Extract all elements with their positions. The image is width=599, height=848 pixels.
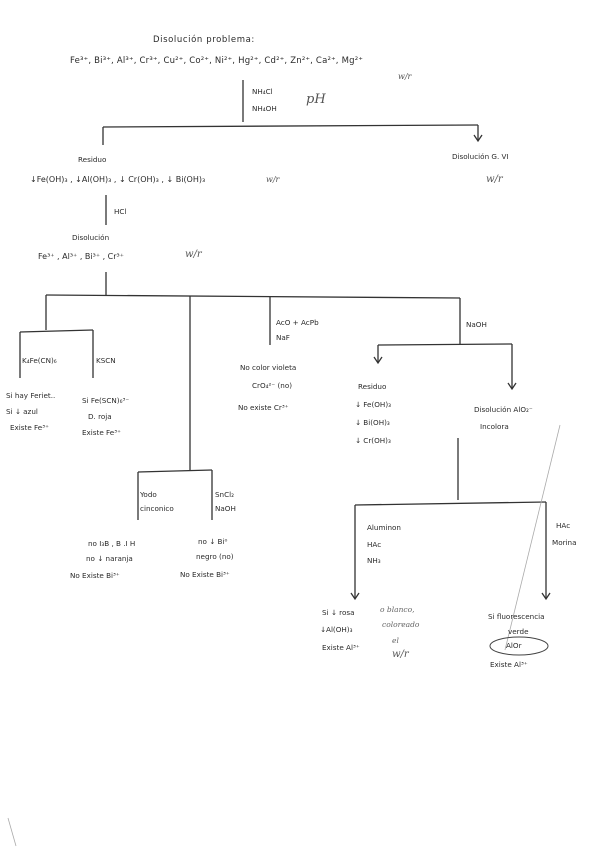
bi-result-a-1: no I₃B , B .I H — [88, 539, 136, 548]
bi-result-a-2: no ↓ naranja — [86, 554, 133, 563]
handwritten-note-1: o blanco, — [380, 605, 415, 614]
fe-result-b-3: Existe Fe³⁺ — [82, 428, 121, 437]
naoh-residuo-cr: ↓ Cr(OH)₃ — [355, 436, 391, 445]
fe-result-b-1: Si Fe(SCN)₆³⁻ — [82, 396, 130, 405]
reagent-cinconico: cinconico — [140, 504, 174, 513]
reagent-kscn: KSCN — [96, 356, 116, 365]
handwritten-ph: pH — [306, 92, 326, 107]
solution-g-vi: Disolución G. VI — [452, 152, 509, 161]
residuo-label: Residuo — [78, 155, 107, 164]
reagent-aluminon: Aluminon — [367, 523, 401, 532]
naoh-residuo: Residuo — [358, 382, 387, 391]
al-result-a-3: Existe Al³⁺ — [322, 643, 360, 652]
disolucion-label: Disolución — [72, 233, 110, 242]
disolucion-ions: Fe³⁺ , Al³⁺ , Bi³⁺ , Cr³⁺ — [38, 252, 124, 261]
cr-result-2: CrO₄²⁻ (no) — [252, 381, 293, 390]
reagent-morina: Morina — [552, 538, 577, 547]
reagent-hcl: HCl — [114, 207, 127, 216]
handwritten-check: w/r — [392, 649, 409, 660]
reagent-naoh: NaOH — [466, 320, 487, 329]
bi-result-b-1: no ↓ Bi⁰ — [198, 537, 228, 546]
handwritten-note-2: coloreado — [382, 620, 420, 629]
naoh-incolora: Incolora — [480, 422, 509, 431]
residuo-formula: ↓Fe(OH)₃ , ↓Al(OH)₃ , ↓ Cr(OH)₃ , ↓ Bi(O… — [30, 175, 206, 184]
reagent-sncl2: SnCl₂ — [215, 490, 235, 499]
handwritten-check: w/r — [398, 72, 412, 81]
reagent-naoh-bi: NaOH — [215, 504, 236, 513]
reagent-yodo: Yodo — [140, 490, 157, 499]
page-title: Disolución problema: — [153, 35, 255, 45]
fe-result-a-3: Existe Fe³⁺ — [10, 423, 49, 432]
reagent-k4fecn6: K₄Fe(CN)₆ — [22, 356, 57, 365]
reagent-nh3: NH₃ — [367, 556, 381, 565]
reagent-naf: NaF — [276, 333, 290, 342]
al-result-b-3: AlOr — [506, 641, 522, 650]
reagent-acpb: AcO + AcPb — [276, 318, 319, 327]
naoh-residuo-fe: ↓ Fe(OH)₃ — [355, 400, 392, 409]
al-result-a-2: ↓Al(OH)₃ — [320, 625, 353, 634]
bi-result-b-3: No Existe Bi³⁺ — [180, 570, 230, 579]
reagent-hac-b: HAc — [556, 521, 571, 530]
cr-result-3: No existe Cr³⁺ — [238, 403, 289, 412]
fe-result-b-2: D. roja — [88, 412, 112, 421]
handwritten-check: w/r — [486, 174, 503, 185]
al-exists: Existe Al³⁺ — [490, 660, 528, 669]
ions-list: Fe³⁺, Bi³⁺, Al³⁺, Cr³⁺, Cu²⁺, Co²⁺, Ni²⁺… — [70, 56, 364, 66]
reagent-nh4oh: NH₄OH — [252, 104, 277, 113]
fe-result-a-2: Si ↓ azul — [6, 407, 38, 416]
bi-result-b-2: negro (no) — [196, 552, 234, 561]
al-result-b-1: Si fluorescencia — [488, 612, 545, 621]
handwritten-note-3: el — [392, 636, 399, 645]
cr-result-1: No color violeta — [240, 363, 297, 372]
al-result-a-1: Si ↓ rosa — [322, 608, 355, 617]
al-result-b-2: verde — [508, 627, 529, 636]
reagent-hac: HAc — [367, 540, 382, 549]
handwritten-check: w/r — [266, 175, 280, 184]
naoh-disolucion: Disolución AlO₂⁻ — [474, 405, 533, 414]
bi-result-a-3: No Existe Bi³⁺ — [70, 571, 120, 580]
fe-result-a-1: Si hay Feriet.. — [6, 391, 56, 400]
handwritten-check: w/r — [185, 249, 202, 260]
naoh-residuo-bi: ↓ Bi(OH)₃ — [355, 418, 390, 427]
reagent-nh4cl: NH₄Cl — [252, 87, 273, 96]
